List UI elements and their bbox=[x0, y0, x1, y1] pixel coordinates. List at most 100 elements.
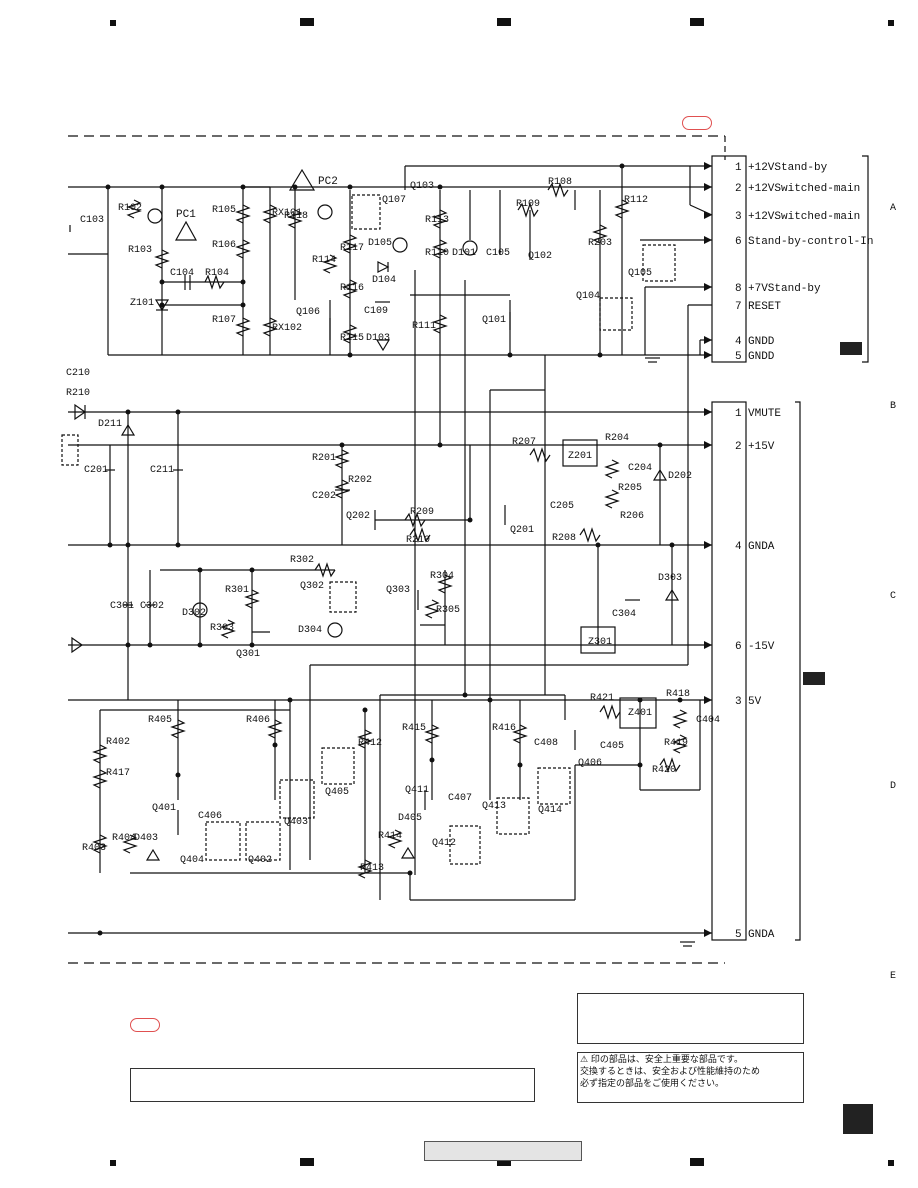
ref-designator: Q202 bbox=[346, 511, 370, 522]
ref-designator: R207 bbox=[512, 437, 536, 448]
red-callout-bottom bbox=[130, 1018, 160, 1032]
ref-designator: R419 bbox=[664, 738, 688, 749]
ref-designator: R210 bbox=[66, 388, 90, 399]
ref-designator: C211 bbox=[150, 465, 174, 476]
upper-pin-name: +7VStand-by bbox=[748, 283, 821, 295]
ref-designator: D304 bbox=[298, 625, 322, 636]
ref-designator: R301 bbox=[225, 585, 249, 596]
ref-designator: D103 bbox=[366, 333, 390, 344]
ref-designator: R206 bbox=[620, 511, 644, 522]
ref-designator: R209 bbox=[410, 507, 434, 518]
lower-pin-name: GNDA bbox=[748, 541, 775, 553]
lower-pin-name: -15V bbox=[748, 641, 775, 653]
ref-designator: R201 bbox=[312, 453, 336, 464]
lower-pin-name: 5V bbox=[748, 696, 762, 708]
ref-designator: R414 bbox=[378, 831, 402, 842]
ref-designator: D104 bbox=[372, 275, 396, 286]
ref-designator: R302 bbox=[290, 555, 314, 566]
lower-pin-num: 1 bbox=[735, 408, 742, 420]
ref-designator: C407 bbox=[448, 793, 472, 804]
ref-designator: D101 bbox=[452, 248, 476, 259]
upper-pin-name: RESET bbox=[748, 301, 781, 313]
ref-designator: Q201 bbox=[510, 525, 534, 536]
ref-designator: R105 bbox=[212, 205, 236, 216]
page-footer-bar bbox=[424, 1141, 582, 1161]
pc2-label: PC2 bbox=[318, 176, 338, 188]
upper-pin-num: 1 bbox=[735, 162, 742, 174]
lower-pin-num: 6 bbox=[735, 641, 742, 653]
lower-pin-num: 4 bbox=[735, 541, 742, 553]
ref-designator: R107 bbox=[212, 315, 236, 326]
ref-designator: Q105 bbox=[628, 268, 652, 279]
upper-pin-name: Stand-by-control-In bbox=[748, 236, 873, 248]
row-mark-a: A bbox=[890, 203, 896, 214]
ref-designator: R104 bbox=[205, 268, 229, 279]
ref-designator: C408 bbox=[534, 738, 558, 749]
ref-designator: R208 bbox=[552, 533, 576, 544]
ref-designator: Q404 bbox=[180, 855, 204, 866]
page-corner-tab bbox=[843, 1104, 873, 1134]
upper-pin-name: +12VSwitched-main bbox=[748, 211, 860, 223]
ref-designator: Q101 bbox=[482, 315, 506, 326]
ref-designator: RX102 bbox=[272, 323, 302, 334]
ref-designator: R303 bbox=[210, 623, 234, 634]
lower-pin-num: 3 bbox=[735, 696, 742, 708]
ref-designator: R210 bbox=[406, 535, 430, 546]
ref-designator: D405 bbox=[398, 813, 422, 824]
ref-designator: C301 bbox=[110, 601, 134, 612]
ref-designator: R115 bbox=[340, 333, 364, 344]
ref-designator: R418 bbox=[666, 689, 690, 700]
safety-note-line: 必ず指定の部品をご使用ください。 bbox=[580, 1079, 725, 1089]
ref-designator: C103 bbox=[80, 215, 104, 226]
upper-pin-name: GNDD bbox=[748, 336, 775, 348]
ref-designator: Q103 bbox=[410, 181, 434, 192]
ref-designator: C109 bbox=[364, 306, 388, 317]
lower-pin-num: 2 bbox=[735, 441, 742, 453]
ref-designator: Q412 bbox=[432, 838, 456, 849]
upper-pin-name: GNDD bbox=[748, 351, 775, 363]
ref-designator: Z201 bbox=[568, 451, 592, 462]
upper-pin-num: 6 bbox=[735, 236, 742, 248]
section-tab-upper bbox=[840, 342, 862, 355]
row-mark-d: D bbox=[890, 781, 896, 792]
ref-designator: R114 bbox=[312, 255, 336, 266]
ref-designator: R415 bbox=[402, 723, 426, 734]
ref-designator: Q104 bbox=[576, 291, 600, 302]
ref-designator: C104 bbox=[170, 268, 194, 279]
ref-designator: Q402 bbox=[248, 855, 272, 866]
upper-pin-num: 5 bbox=[735, 351, 742, 363]
ref-designator: Q302 bbox=[300, 581, 324, 592]
ref-designator: Q405 bbox=[325, 787, 349, 798]
ref-designator: D105 bbox=[368, 238, 392, 249]
ref-designator: R118 bbox=[284, 211, 308, 222]
ref-designator: C405 bbox=[600, 741, 624, 752]
ref-designator: R102 bbox=[118, 203, 142, 214]
lower-pin-name: GNDA bbox=[748, 929, 775, 941]
section-tab-lower bbox=[803, 672, 825, 685]
lower-pin-name: +15V bbox=[748, 441, 775, 453]
upper-pin-name: +12VSwitched-main bbox=[748, 183, 860, 195]
ref-designator: R204 bbox=[605, 433, 629, 444]
ref-designator: R420 bbox=[652, 765, 676, 776]
ref-designator: R421 bbox=[590, 693, 614, 704]
ref-designator: Z401 bbox=[628, 708, 652, 719]
lower-pin-name: VMUTE bbox=[748, 408, 781, 420]
ref-designator: R403 bbox=[82, 843, 106, 854]
ref-designator: D403 bbox=[134, 833, 158, 844]
upper-pin-num: 4 bbox=[735, 336, 742, 348]
ref-designator: R405 bbox=[148, 715, 172, 726]
ref-designator: D211 bbox=[98, 419, 122, 430]
safety-note-line: ⚠ 印の部品は、安全上重要な部品です。 bbox=[580, 1055, 744, 1065]
upper-pin-name: +12VStand-by bbox=[748, 162, 828, 174]
ref-designator: R111 bbox=[412, 321, 436, 332]
ref-designator: R112 bbox=[624, 195, 648, 206]
ref-designator: R205 bbox=[618, 483, 642, 494]
ref-designator: C404 bbox=[696, 715, 720, 726]
upper-pin-num: 8 bbox=[735, 283, 742, 295]
ref-designator: R304 bbox=[430, 571, 454, 582]
row-mark-e: E bbox=[890, 971, 896, 982]
ref-designator: Q303 bbox=[386, 585, 410, 596]
ref-designator: R103 bbox=[128, 245, 152, 256]
row-mark-b: B bbox=[890, 401, 896, 412]
